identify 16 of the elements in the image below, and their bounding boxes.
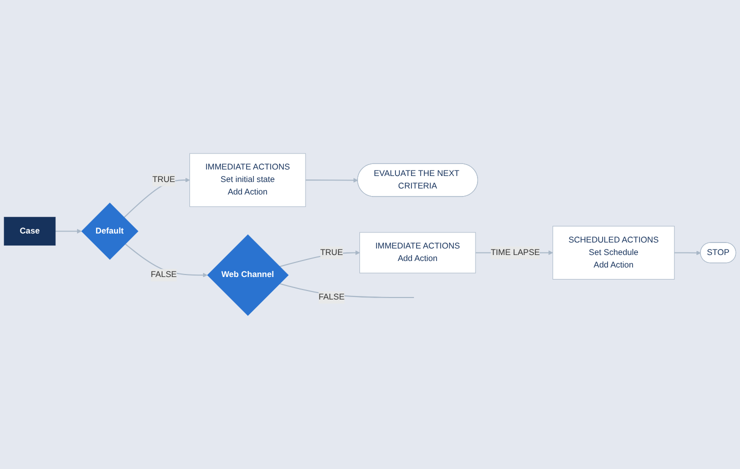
arrow [279,250,360,268]
arrow [306,178,358,183]
arrow [674,250,701,256]
edge-label: TRUE [152,175,176,184]
edge-label: FALSE [318,292,345,302]
arrow [55,228,82,234]
edge-label: TRUE [320,248,343,257]
node-box: IMMEDIATE ACTIONS Add Action [359,232,476,274]
edge-label: FALSE [150,270,177,280]
node-box: IMMEDIATE ACTIONS Set initial state Add Action [189,153,306,207]
arrow [124,178,190,218]
node-box: SCHEDULED ACTIONS Set Schedule Add Action [552,226,675,280]
node-diamond: Default [81,202,138,260]
edge-label: TIME LAPSE [490,248,540,257]
node-diamond: Web Channel [207,234,289,316]
node-box: Case [4,216,56,246]
